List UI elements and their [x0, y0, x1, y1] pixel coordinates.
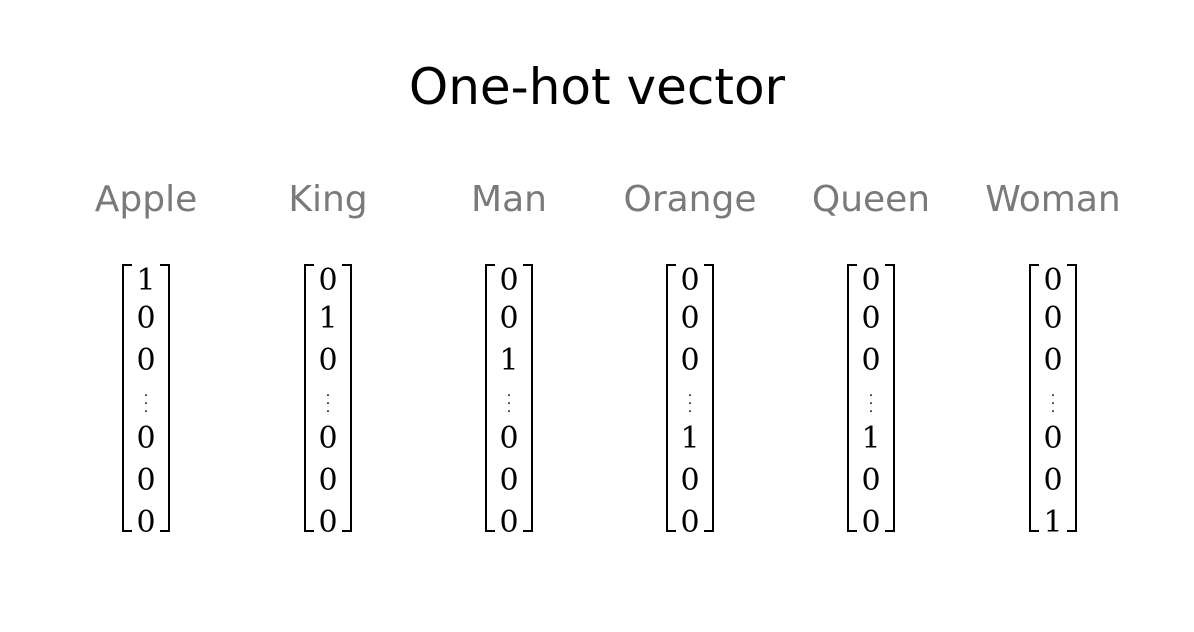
right-bracket	[1067, 264, 1077, 532]
diagram-title: One-hot vector	[408, 58, 786, 116]
left-bracket	[122, 264, 132, 532]
vertical-ellipsis: ...	[325, 384, 331, 416]
vector-entry: 1	[861, 421, 881, 456]
vector-entry: 0	[680, 343, 700, 378]
word-label: King	[288, 179, 368, 220]
vector-entry: 0	[318, 463, 338, 498]
vector-entry: 0	[680, 301, 700, 336]
vector-entry: 0	[680, 463, 700, 498]
vertical-ellipsis: ...	[1050, 384, 1056, 416]
vector-entry: 0	[680, 263, 700, 298]
vector-entry: 0	[318, 505, 338, 540]
vector-entry: 0	[136, 463, 156, 498]
right-bracket	[160, 264, 170, 532]
vector-entry: 0	[318, 421, 338, 456]
word-label: Woman	[985, 179, 1121, 220]
vector-entry: 1	[499, 343, 519, 378]
vector-entry: 0	[499, 463, 519, 498]
right-bracket	[704, 264, 714, 532]
left-bracket	[666, 264, 676, 532]
vector-entry: 0	[136, 421, 156, 456]
vector-entry: 0	[861, 505, 881, 540]
vector-entry: 0	[499, 505, 519, 540]
vertical-ellipsis: ...	[143, 384, 149, 416]
right-bracket	[523, 264, 533, 532]
word-label: Man	[471, 179, 547, 220]
vector-entry: 1	[1043, 505, 1063, 540]
vector-entry: 0	[318, 263, 338, 298]
vector-entry: 0	[136, 301, 156, 336]
vector-entry: 0	[861, 263, 881, 298]
word-label: Orange	[623, 179, 757, 220]
vertical-ellipsis: ...	[506, 384, 512, 416]
vector-entry: 0	[318, 343, 338, 378]
left-bracket	[485, 264, 495, 532]
vector-entry: 0	[861, 301, 881, 336]
left-bracket	[304, 264, 314, 532]
vector-entry: 0	[1043, 343, 1063, 378]
vector-entry: 0	[861, 463, 881, 498]
vector-entry: 0	[136, 343, 156, 378]
vector-entry: 1	[318, 301, 338, 336]
vector-entry: 0	[1043, 263, 1063, 298]
vector-entry: 0	[1043, 421, 1063, 456]
vector-entry: 0	[136, 505, 156, 540]
vector-entry: 0	[499, 263, 519, 298]
word-label: Apple	[94, 179, 198, 220]
vertical-ellipsis: ...	[687, 384, 693, 416]
vector-entry: 1	[680, 421, 700, 456]
vector-entry: 0	[1043, 301, 1063, 336]
right-bracket	[342, 264, 352, 532]
vector-entry: 0	[499, 301, 519, 336]
right-bracket	[885, 264, 895, 532]
left-bracket	[847, 264, 857, 532]
word-label: Queen	[811, 179, 931, 220]
vector-entry: 0	[499, 421, 519, 456]
vector-entry: 0	[680, 505, 700, 540]
left-bracket	[1029, 264, 1039, 532]
vector-entry: 1	[136, 263, 156, 298]
vector-entry: 0	[861, 343, 881, 378]
vertical-ellipsis: ...	[868, 384, 874, 416]
vector-entry: 0	[1043, 463, 1063, 498]
